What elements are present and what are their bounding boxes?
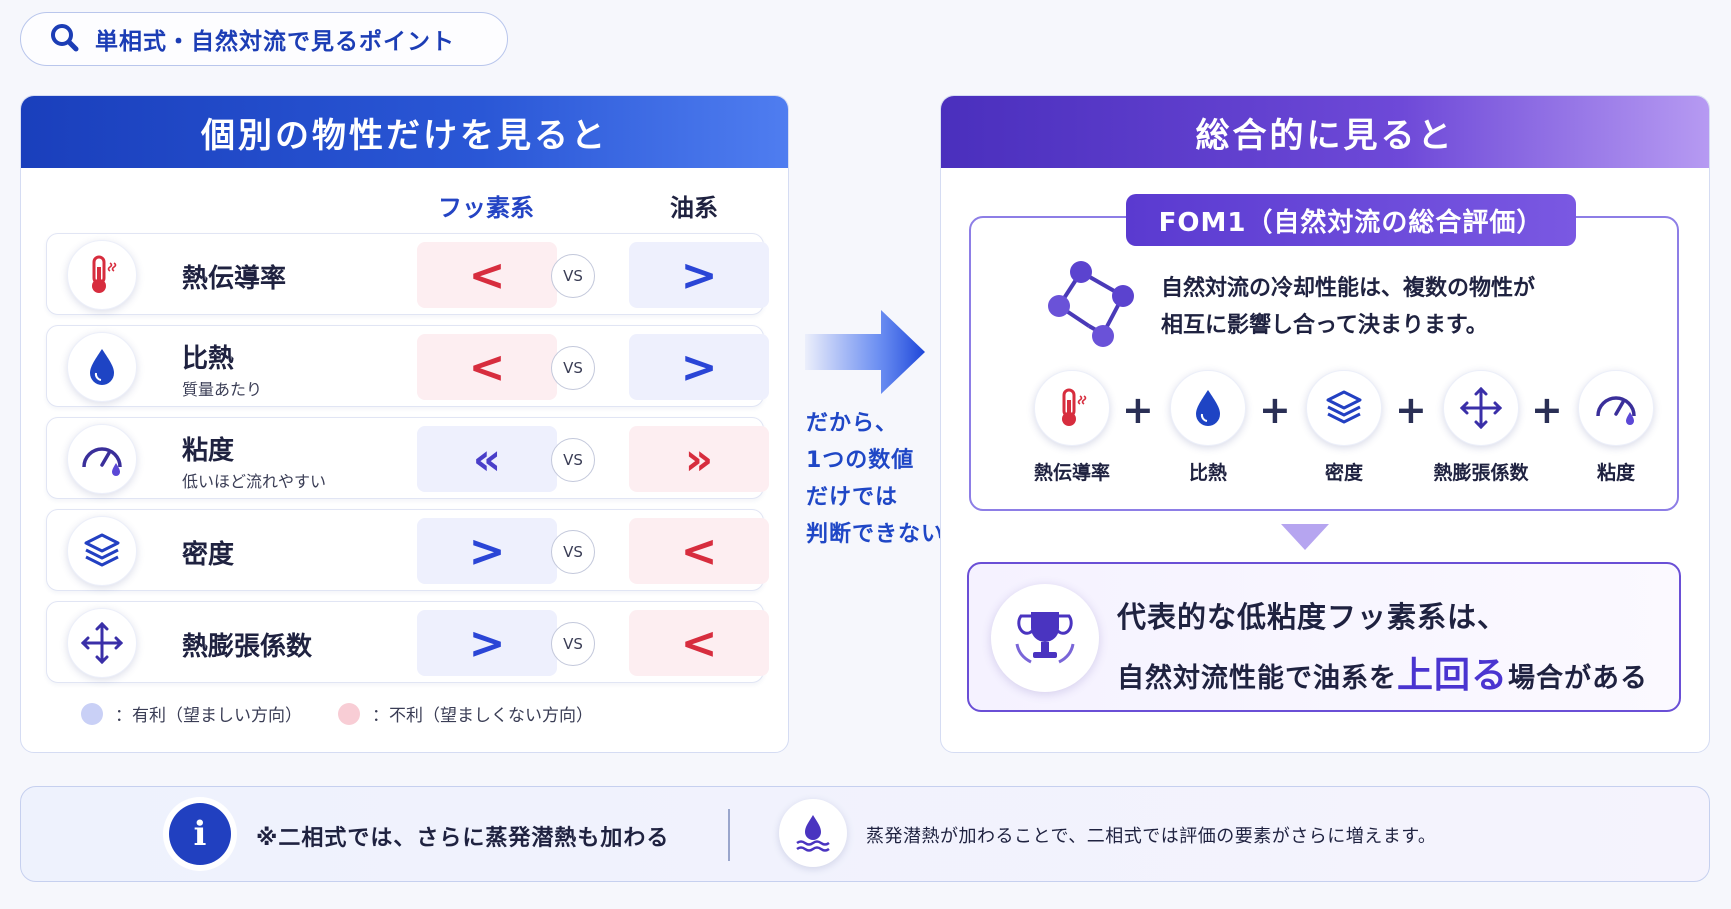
vs-badge: VS (551, 346, 595, 390)
trophy-icon (991, 584, 1099, 692)
legend: ：有利（望ましい方向） ：不利（望ましくない方向） (81, 701, 593, 726)
molecule-icon (1041, 256, 1141, 360)
oil-comparison: > (629, 334, 769, 400)
factor-specific-heat: 比熱 (1143, 370, 1273, 485)
middle-caption: だから、 1つの数値 だけでは 判断できない (806, 405, 946, 553)
layers-icon (1306, 370, 1382, 446)
section-tag: 単相式・自然対流で見るポイント (20, 12, 508, 66)
factor-density: 密度 (1279, 370, 1409, 485)
oil-comparison: > (629, 242, 769, 308)
gauge-icon (67, 424, 137, 494)
factor-label: 粘度 (1596, 462, 1635, 484)
property-note: 質量あたり (182, 380, 263, 399)
expand-arrows-icon (1443, 370, 1519, 446)
thermometer-icon (67, 240, 137, 310)
fom-label: FOM1（自然対流の総合評価） (1126, 194, 1576, 246)
vs-badge: VS (551, 438, 595, 482)
property-row: 粘度 低いほど流れやすい « VS » (46, 417, 769, 499)
property-row: 熱膨張係数 > VS < (46, 601, 769, 683)
plus-sign: + (1531, 388, 1563, 432)
property-row: 熱伝導率 < VS > (46, 233, 769, 315)
factor-label: 熱膨張係数 (1433, 462, 1529, 484)
caption-line: 判断できない (806, 522, 945, 547)
fluorine-comparison: < (417, 334, 557, 400)
fom-box: FOM1（自然対流の総合評価） 自然対流の冷却性能は、複数の物性が 相互に影響し… (969, 194, 1681, 511)
overall-evaluation-panel: 総合的に見ると FOM1（自然対流の総合評価） 自然対流の冷却性能は、複数の物性… (940, 95, 1710, 753)
divider (728, 809, 730, 861)
oil-comparison: < (629, 610, 769, 676)
left-panel-title: 個別の物性だけを見ると (21, 96, 788, 168)
thermometer-icon (1034, 370, 1110, 446)
fluorine-comparison: > (417, 610, 557, 676)
water-drop-icon (67, 332, 137, 402)
expand-arrows-icon (67, 608, 137, 678)
right-arrow-icon (805, 308, 927, 400)
conclusion-line-2: 自然対流性能で油系を上回る場合がある (1117, 646, 1648, 698)
factor-viscosity: 粘度 (1551, 370, 1681, 485)
factor-thermal-conductivity: 熱伝導率 (1007, 370, 1137, 485)
favorable-legend-label: ：有利（望ましい方向） (115, 706, 302, 726)
two-phase-note: ※二相式では、さらに蒸発潜熱も加わる (256, 826, 670, 851)
caption-line: 1つの数値 (806, 448, 915, 473)
oil-comparison: » (629, 426, 769, 492)
conclusion-box: 代表的な低粘度フッ素系は、 自然対流性能で油系を上回る場合がある (967, 562, 1681, 712)
factor-label: 比熱 (1188, 462, 1227, 484)
fluorine-comparison: « (417, 426, 557, 492)
plus-sign: + (1395, 388, 1427, 432)
latent-heat-note: 蒸発潜熱が加わることで、二相式では評価の要素がさらに増えます。 (866, 826, 1437, 847)
property-row: 比熱 質量あたり < VS > (46, 325, 769, 407)
search-icon (49, 22, 79, 56)
info-icon: i (169, 803, 231, 865)
property-name: 比熱 (182, 344, 235, 374)
favorable-legend-swatch (81, 702, 103, 725)
layers-icon (67, 516, 137, 586)
vs-badge: VS (551, 622, 595, 666)
vs-badge: VS (551, 254, 595, 298)
right-panel-title: 総合的に見ると (941, 96, 1709, 168)
property-name: 熱伝導率 (182, 264, 287, 294)
factor-label: 熱伝導率 (1033, 462, 1110, 484)
property-note: 低いほど流れやすい (182, 472, 327, 491)
factor-label: 密度 (1324, 462, 1363, 484)
water-drop-icon (1170, 370, 1246, 446)
unfavorable-legend-swatch (338, 702, 360, 725)
fluorine-comparison: > (417, 518, 557, 584)
oil-comparison: < (629, 518, 769, 584)
caption-line: だけでは (806, 485, 899, 510)
caption-line: だから、 (806, 411, 899, 436)
factor-thermal-expansion: 熱膨張係数 (1416, 370, 1546, 485)
property-name: 粘度 (182, 436, 235, 466)
plus-sign: + (1259, 388, 1291, 432)
fluorine-comparison: < (417, 242, 557, 308)
column-header-fluorine: フッ素系 (438, 194, 534, 222)
down-arrow-icon (1281, 524, 1329, 550)
fom-description: 自然対流の冷却性能は、複数の物性が 相互に影響し合って決まります。 (1161, 270, 1535, 344)
conclusion-line-1: 代表的な低粘度フッ素系は、 (1117, 600, 1508, 634)
gauge-icon (1578, 370, 1654, 446)
property-name: 熱膨張係数 (182, 632, 313, 662)
section-tag-label: 単相式・自然対流で見るポイント (95, 29, 455, 55)
individual-properties-panel: 個別の物性だけを見ると フッ素系 油系 熱伝導率 < VS > 比熱 質量あたり… (20, 95, 789, 753)
fom-description-line: 自然対流の冷却性能は、複数の物性が (1161, 276, 1536, 301)
conclusion-text: 場合がある (1508, 663, 1649, 694)
conclusion-highlight: 上回る (1397, 655, 1509, 696)
evaporation-drop-icon (779, 799, 847, 867)
note-bar: i ※二相式では、さらに蒸発潜熱も加わる 蒸発潜熱が加わることで、二相式では評価… (20, 786, 1710, 882)
conclusion-text: 自然対流性能で油系を (1117, 663, 1397, 694)
property-row: 密度 > VS < (46, 509, 769, 591)
vs-badge: VS (551, 530, 595, 574)
fom-description-line: 相互に影響し合って決まります。 (1161, 313, 1488, 338)
property-name: 密度 (182, 540, 235, 570)
unfavorable-legend-label: ：不利（望ましくない方向） (372, 706, 593, 726)
plus-sign: + (1122, 388, 1154, 432)
column-header-oil: 油系 (670, 194, 718, 222)
